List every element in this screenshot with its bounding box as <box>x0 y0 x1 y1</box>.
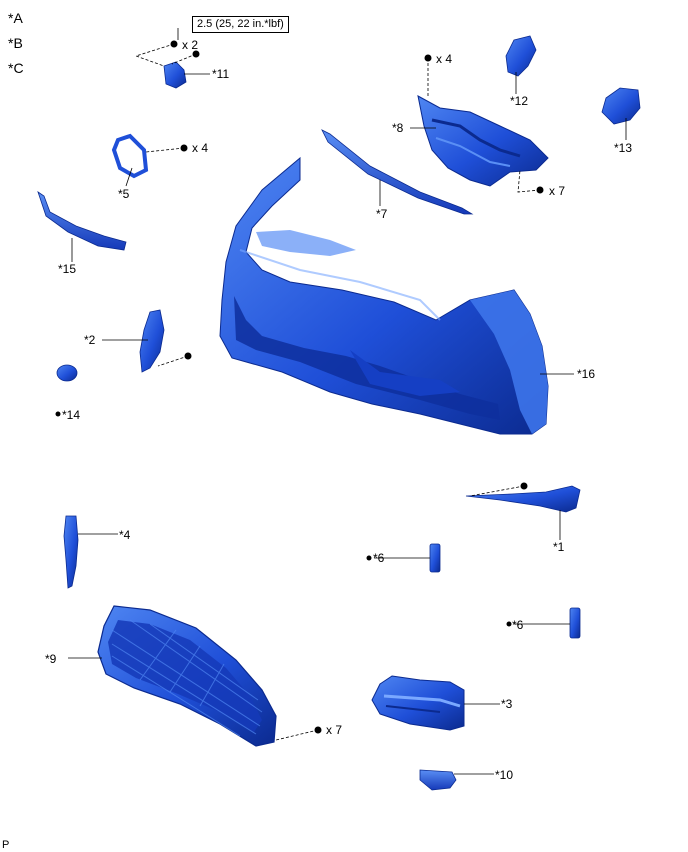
callout-12: *12 <box>510 94 529 108</box>
lower-piece-10 <box>419 769 457 791</box>
cover-piece-6a <box>429 543 441 573</box>
torque-spec-box: 2.5 (25, 22 in.*lbf) <box>192 16 289 33</box>
side-bracket-4 <box>63 515 79 589</box>
callout-8: *8 <box>392 121 404 135</box>
lower-molding-strip-15 <box>37 191 127 251</box>
callout-1: *1 <box>553 540 565 554</box>
callout-6a: *6 <box>373 551 385 565</box>
callout-3: *3 <box>501 697 513 711</box>
front-bumper-cover <box>219 156 549 435</box>
grille-insert-3 <box>371 675 465 731</box>
side-cover-2 <box>139 309 165 373</box>
upper-molding-strip <box>321 129 474 215</box>
callout-7: *7 <box>376 207 388 221</box>
qty-x4-top: x 4 <box>436 52 453 66</box>
legend-a: *A <box>8 10 23 26</box>
callout-15: *15 <box>58 262 77 276</box>
qty-x7-bottom: x 7 <box>326 723 343 737</box>
radiator-grille-bracket <box>417 95 549 187</box>
legend-c: *C <box>8 60 24 76</box>
callout-9: *9 <box>45 652 57 666</box>
dashed-leader-lines <box>134 43 541 741</box>
footer-code: P <box>2 839 10 851</box>
emblem-14 <box>56 364 78 382</box>
qty-x2: x 2 <box>182 38 199 52</box>
callout-4: *4 <box>119 528 131 542</box>
callout-16: *16 <box>577 367 596 381</box>
callout-lines <box>68 28 627 775</box>
radiator-grille-9 <box>97 605 277 747</box>
callout-10: *10 <box>495 768 514 782</box>
camera-frame-5 <box>111 133 149 179</box>
callout-13: *13 <box>614 141 633 155</box>
bracket-13 <box>601 87 641 125</box>
cover-piece-6b <box>569 607 581 639</box>
callout-11: *11 <box>212 67 230 81</box>
callout-5: *5 <box>118 187 130 201</box>
qty-x7-top: x 7 <box>549 184 566 198</box>
callout-14: *14 <box>62 408 81 422</box>
bracket-12 <box>505 35 537 77</box>
bracket-11 <box>163 61 187 89</box>
lower-cover-1 <box>465 485 581 513</box>
callout-2: *2 <box>84 333 96 347</box>
legend-b: *B <box>8 35 23 51</box>
callout-6b: *6 <box>512 618 524 632</box>
qty-x4-mid: x 4 <box>192 141 209 155</box>
